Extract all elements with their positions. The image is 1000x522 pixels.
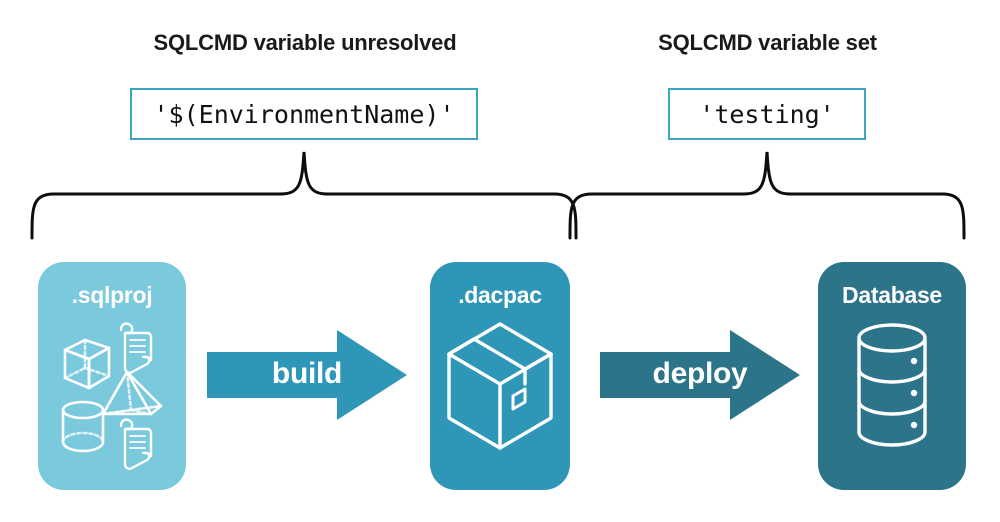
pyramid-icon	[101, 370, 163, 416]
scroll-icon	[119, 418, 153, 470]
stage-card-sqlproj: .sqlproj	[38, 262, 186, 490]
arrow-right-icon	[207, 330, 407, 420]
package-box-icon	[447, 322, 553, 450]
scroll-icon	[119, 322, 153, 374]
stage-card-database: Database	[818, 262, 966, 490]
group-heading-set: SQLCMD variable set	[658, 30, 877, 55]
arrow-right-icon	[600, 330, 800, 420]
sqlcmd-variable-set-value: 'testing'	[668, 88, 866, 140]
stage-card-dacpac: .dacpac	[430, 262, 570, 490]
stage-card-sqlproj-art	[38, 314, 186, 474]
brace-right-icon	[566, 148, 968, 240]
cylinder-icon	[61, 400, 105, 453]
database-cylinder-icon	[857, 323, 927, 447]
cube-icon	[63, 338, 111, 390]
stage-card-dacpac-art	[430, 314, 570, 464]
arrow-build: build	[207, 330, 407, 420]
stage-card-dacpac-label: .dacpac	[458, 282, 542, 308]
group-heading-unresolved: SQLCMD variable unresolved	[153, 30, 457, 55]
sqlcmd-variable-unresolved-value: '$(EnvironmentName)'	[130, 88, 478, 140]
stage-card-sqlproj-label: .sqlproj	[71, 282, 153, 308]
arrow-deploy: deploy	[600, 330, 800, 420]
stage-card-database-label: Database	[842, 282, 942, 308]
stage-card-database-art	[818, 314, 966, 464]
brace-left-icon	[28, 148, 580, 240]
